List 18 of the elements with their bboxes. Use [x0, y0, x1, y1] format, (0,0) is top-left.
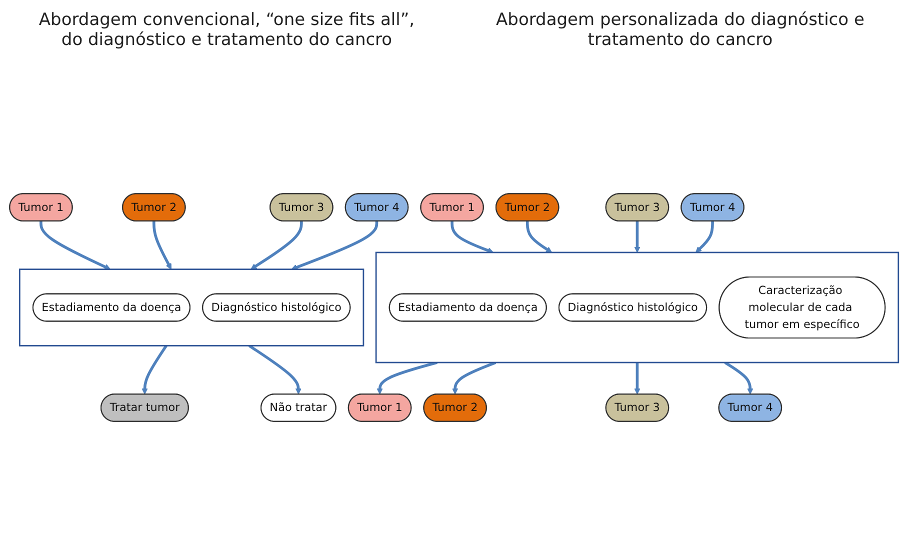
arrow [248, 344, 301, 394]
arrow [141, 344, 167, 394]
arrow [694, 220, 714, 253]
arrow [39, 220, 110, 270]
arrow [376, 361, 437, 394]
panel-heading: Abordagem personalizada do diagnóstico e tratamento do cancro [495, 10, 866, 50]
arrow [450, 220, 494, 254]
cluster [18, 268, 364, 346]
cluster [374, 252, 899, 364]
arrow [724, 361, 753, 394]
arrow [634, 362, 640, 394]
arrow [634, 220, 640, 253]
arrow [250, 220, 302, 270]
arrow [451, 361, 496, 394]
panel-heading: Abordagem convencional, “one size fits all”, do diagnóstico e tratamento do cancro [38, 10, 416, 50]
arrow [525, 220, 552, 253]
arrow [152, 220, 172, 270]
arrow [290, 220, 378, 270]
